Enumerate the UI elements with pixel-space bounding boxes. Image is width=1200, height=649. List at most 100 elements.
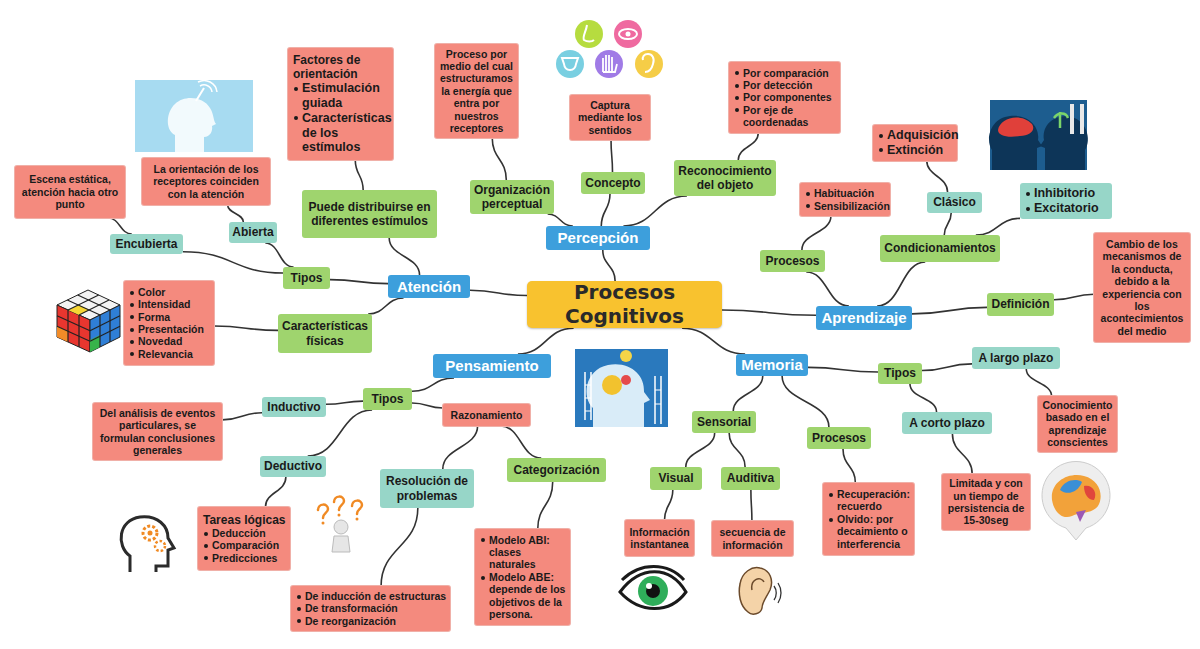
- connector-group: [228, 205, 244, 222]
- connector-group: [944, 213, 951, 235]
- node-text: Características físicas: [282, 319, 368, 347]
- branch-line: [183, 252, 283, 273]
- branch-line: [927, 161, 948, 193]
- text-row: Características físicas: [281, 319, 369, 347]
- branch-line: [912, 307, 987, 313]
- text-row: Captura mediante los sentidos: [573, 99, 647, 136]
- connector-group: [611, 140, 612, 172]
- node-text: Procesos Cognitivos: [565, 280, 684, 328]
- bullet-dot: [1026, 192, 1030, 196]
- text-row: Definición: [990, 297, 1051, 311]
- type-box: Deductivo: [260, 456, 326, 477]
- node-text: Aprendizaje: [821, 309, 906, 326]
- note-box: Razonamiento: [443, 404, 530, 426]
- note-box: ColorIntensidadFormaPresentaciónNovedadR…: [124, 281, 214, 365]
- connector-group: [501, 426, 542, 458]
- text-row: Encubierta: [113, 237, 180, 251]
- note-box: Recuperación: recuerdoOlvido: por decaim…: [823, 483, 914, 555]
- text-row: Conocimiento basado en el aprendizaje co…: [1041, 399, 1114, 449]
- list-item: Comparación: [203, 539, 287, 551]
- list-item: De transformación: [296, 602, 447, 614]
- list-item: Presentación: [129, 323, 211, 335]
- branch-box: Percepción: [546, 226, 650, 250]
- connector-group: [326, 401, 363, 404]
- connector-group: [808, 367, 878, 372]
- subtopic-box: Características físicas: [278, 314, 372, 353]
- bullet-text: Estimulación guiada: [302, 81, 390, 111]
- node-text: Memoria: [741, 356, 803, 373]
- type-box: Resolución de problemas: [380, 469, 474, 508]
- node-text: Proceso por medio del cual estructuramos…: [440, 48, 513, 134]
- connector-group: [729, 433, 745, 467]
- list-item: Predicciones: [203, 552, 287, 564]
- branch-line: [228, 205, 244, 222]
- bullet-dot: [879, 134, 883, 138]
- bullet-dot: [806, 204, 810, 208]
- connector-group: [355, 160, 363, 190]
- subtopic-box: Auditiva: [721, 467, 780, 490]
- bullet-text: De transformación: [305, 602, 398, 614]
- bullet-text: De reorganización: [305, 615, 396, 627]
- bullet-text: Forma: [138, 311, 170, 323]
- branch-line: [952, 434, 972, 474]
- list-item: Por detección: [734, 79, 837, 91]
- note-box: Conocimiento basado en el aprendizaje co…: [1038, 396, 1117, 452]
- subtopic-box: Procesos: [760, 250, 825, 272]
- connector-group: [802, 216, 831, 250]
- branch-line: [601, 194, 610, 226]
- node-text: Procesos: [812, 431, 866, 445]
- connector-group: [682, 328, 745, 354]
- text-row: Limitada y con un tiempo de persistencia…: [945, 477, 1027, 527]
- subtopic-box: Tipos: [363, 388, 412, 410]
- branch-line: [412, 403, 443, 408]
- connector-group: [1054, 294, 1094, 300]
- ear-icon: [739, 568, 781, 614]
- text-row: A largo plazo: [975, 351, 1057, 365]
- bullet-dot: [829, 518, 833, 522]
- node-text: Resolución de problemas: [386, 474, 468, 502]
- bullet-dot: [297, 619, 301, 623]
- connector-group: [368, 298, 403, 314]
- type-box: Abierta: [229, 222, 277, 243]
- branch-line: [492, 138, 506, 180]
- node-text: Factores de orientación: [293, 53, 360, 81]
- branch-line: [470, 290, 527, 295]
- subtopic-box: Concepto: [581, 172, 645, 194]
- subtopic-box: Reconocimiento del objeto: [674, 160, 776, 196]
- branch-line: [368, 298, 403, 314]
- branch-line: [802, 216, 831, 250]
- bullet-text: Inhibitorio: [1034, 186, 1095, 201]
- node-text: Captura mediante los sentidos: [578, 99, 642, 136]
- branch-box: Atención: [388, 275, 470, 298]
- branch-line: [501, 426, 542, 458]
- connector-group: [738, 133, 758, 160]
- text-row: Abierta: [232, 225, 274, 239]
- bullet-text: Predicciones: [212, 552, 277, 564]
- text-row: Proceso por medio del cual estructuramos…: [438, 48, 515, 135]
- list-item: Olvido: por decaimiento o interferencia: [828, 513, 911, 550]
- connector-group: [912, 307, 987, 313]
- list-item: Excitatorio: [1025, 201, 1109, 216]
- branch-line: [326, 401, 363, 404]
- bullet-text: Modelo ABE: depende de los objetivos de …: [489, 571, 567, 621]
- text-row: Deductivo: [263, 459, 323, 473]
- node-text: secuencia de información: [720, 526, 786, 550]
- text-row: Puede distribuirse en diferentes estímul…: [305, 200, 434, 228]
- connector-group: [412, 403, 443, 408]
- type-box: Inductivo: [262, 397, 326, 417]
- text-row: Factores de orientación: [293, 53, 390, 81]
- node-text: Clásico: [933, 195, 976, 209]
- note-box: secuencia de información: [712, 521, 793, 556]
- node-text: Condicionamientos: [884, 241, 995, 255]
- connector-group: [976, 218, 1020, 235]
- node-text: La orientación de los receptores coincid…: [153, 163, 259, 200]
- connector-group: [330, 280, 388, 284]
- bullet-dot: [294, 116, 298, 120]
- branch-box: Memoria: [736, 354, 808, 376]
- branch-line: [664, 490, 672, 520]
- branch-line: [733, 376, 762, 411]
- bullet-dot: [879, 148, 883, 152]
- bullet-text: Sensibilización: [814, 200, 890, 212]
- node-text: Abierta: [232, 225, 273, 239]
- connector-group: [222, 413, 262, 420]
